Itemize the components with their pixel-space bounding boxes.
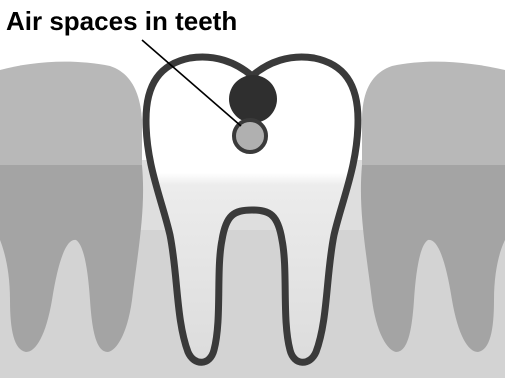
air-space-large [229, 75, 277, 123]
diagram-label: Air spaces in teeth [6, 8, 237, 34]
gum-lower [0, 230, 505, 378]
